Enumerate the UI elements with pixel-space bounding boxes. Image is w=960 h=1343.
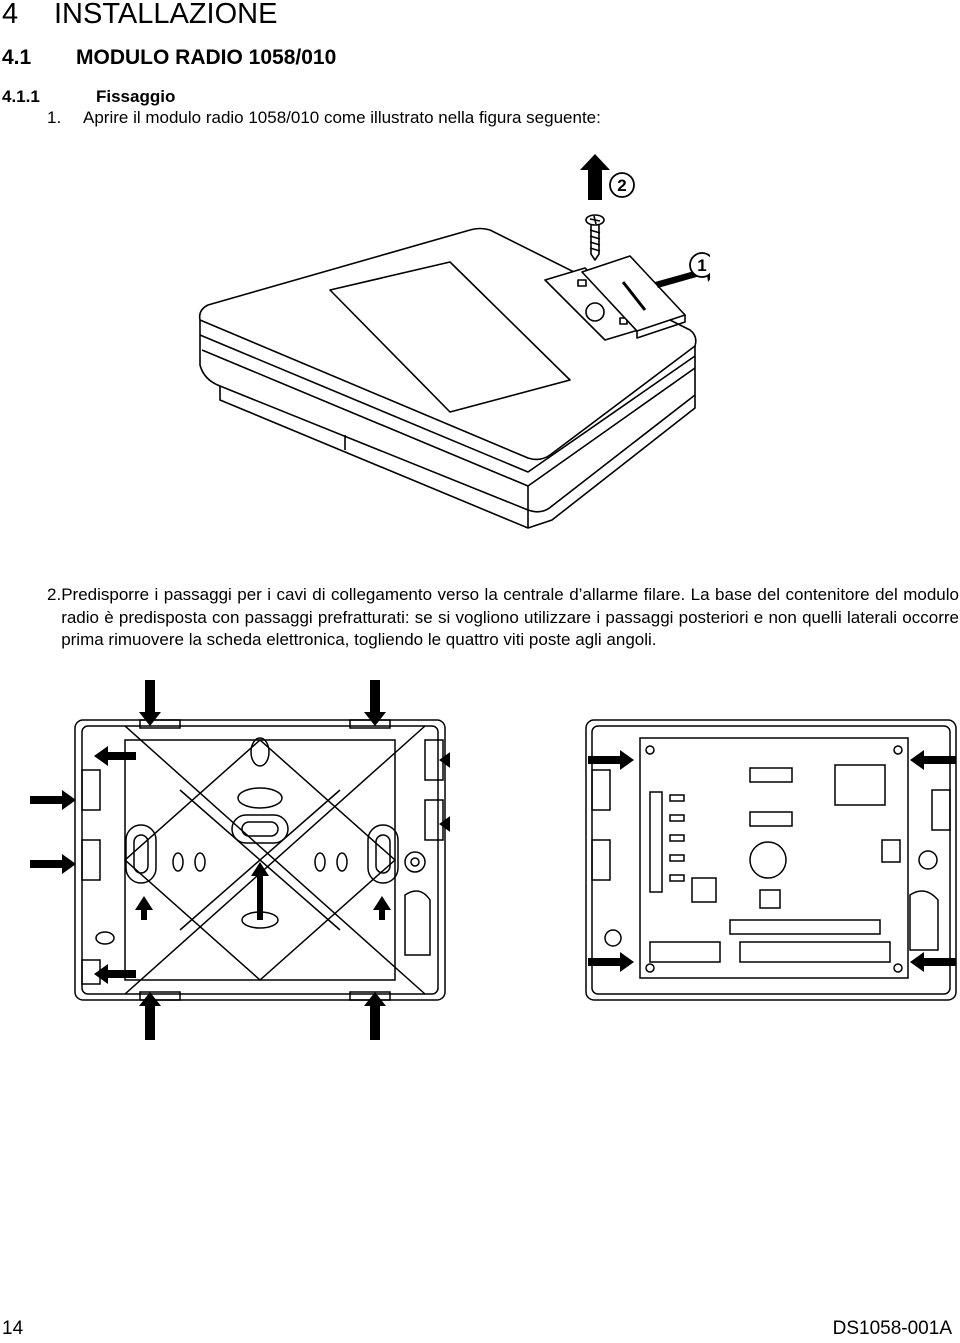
subsubsection-heading: 4.1.1 Fissaggio xyxy=(2,87,175,107)
callout-2-label: 2 xyxy=(617,176,626,195)
callout-1-label: 1 xyxy=(697,256,706,275)
step-number: 2. xyxy=(47,585,62,604)
callout-2-badge: 2 xyxy=(609,172,635,198)
callout-1-badge: 1 xyxy=(689,252,710,278)
section-number: 4 xyxy=(2,0,19,30)
board-illustration xyxy=(585,719,957,1001)
step-2: 2. Predisporre i passaggi per i cavi di … xyxy=(47,584,959,652)
subsection-title: MODULO RADIO 1058/010 xyxy=(76,46,337,69)
subsection-number: 4.1 xyxy=(2,46,32,69)
subsubsection-number: 4.1.1 xyxy=(2,87,40,106)
step-1: 1. Aprire il modulo radio 1058/010 come i… xyxy=(47,108,601,128)
step-number: 1. xyxy=(47,108,62,127)
section-heading: 4 INSTALLAZIONE xyxy=(2,0,277,31)
subsubsection-title: Fissaggio xyxy=(96,87,176,106)
empty-base-illustration xyxy=(30,680,450,1040)
section-title: INSTALLAZIONE xyxy=(54,0,278,30)
page-number: 14 xyxy=(2,1318,24,1339)
step-text: Aprire il modulo radio 1058/010 come ill… xyxy=(83,108,601,127)
step-text: Predisporre i passaggi per i cavi di col… xyxy=(61,585,959,649)
subsection-heading: 4.1 MODULO RADIO 1058/010 xyxy=(2,46,336,70)
module-opening-illustration: 2 1 xyxy=(198,154,710,529)
document-code: DS1058-001A xyxy=(832,1318,952,1339)
